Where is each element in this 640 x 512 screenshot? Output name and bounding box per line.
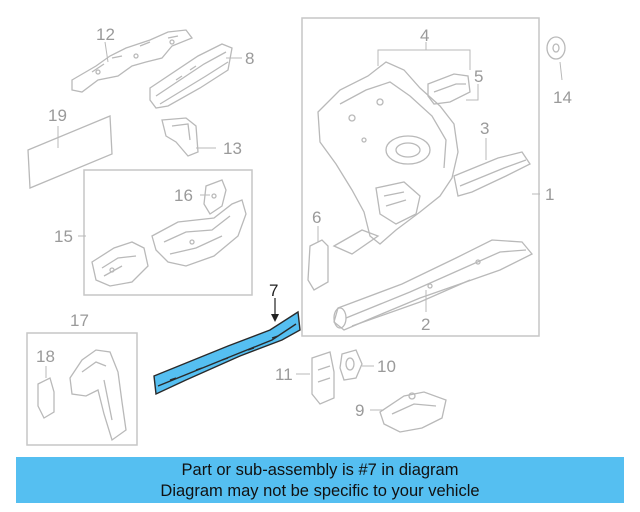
callout-5: 5 [474, 67, 483, 86]
part-17-pillar[interactable] [69, 349, 127, 442]
callout-12: 12 [96, 25, 115, 44]
callout-19: 19 [48, 106, 67, 125]
leader-4 [377, 49, 471, 70]
callout-9: 9 [355, 401, 364, 420]
part-13-bracket[interactable] [161, 117, 199, 157]
leader-5 [466, 84, 479, 101]
callout-7: 7 [269, 281, 278, 300]
callout-13: 13 [223, 139, 242, 158]
callout-16: 16 [174, 186, 193, 205]
notice-banner: Part or sub-assembly is #7 in diagram Di… [16, 457, 624, 503]
part-7-rocker-reinforcement[interactable] [153, 310, 301, 396]
callout-1: 1 [545, 185, 554, 204]
callout-17: 17 [70, 311, 89, 330]
part-11-bracket[interactable] [311, 351, 335, 405]
part-18-bracket[interactable] [37, 377, 55, 419]
callout-18: 18 [36, 347, 55, 366]
part-1-apron-assembly[interactable] [317, 61, 459, 255]
parts-diagram: 12 8 19 13 16 15 17 18 4 5 14 3 1 6 2 7 … [26, 17, 572, 446]
group-box-15 [83, 169, 253, 296]
callout-15: 15 [54, 227, 73, 246]
part-5-bracket[interactable] [427, 73, 471, 105]
part-14-plug[interactable] [546, 36, 566, 60]
part-16-bracket[interactable] [203, 179, 227, 215]
part-12-bracket[interactable] [71, 29, 194, 93]
callout-11: 11 [275, 365, 293, 384]
part-19-pad[interactable] [27, 115, 113, 189]
banner-line-1: Part or sub-assembly is #7 in diagram [181, 461, 459, 479]
part-6-bracket[interactable] [307, 239, 329, 291]
callout-8: 8 [245, 49, 254, 68]
callout-14: 14 [553, 88, 572, 107]
callout-3: 3 [480, 119, 489, 138]
callout-10: 10 [377, 357, 396, 376]
group-box-17 [26, 332, 138, 446]
part-8-rail[interactable] [149, 43, 233, 109]
part-3-rail[interactable] [453, 151, 531, 197]
leader-12 [104, 41, 109, 63]
callout-2: 2 [421, 315, 430, 334]
part-2-frame-rail[interactable] [333, 239, 534, 331]
part-15-panel[interactable] [91, 199, 247, 287]
leader-14 [559, 61, 563, 81]
part-9-bracket[interactable] [379, 391, 447, 433]
leader-7-arrowhead [271, 314, 279, 322]
callout-4: 4 [420, 26, 429, 45]
group-box-1 [301, 17, 540, 337]
banner-line-2: Diagram may not be specific to your vehi… [160, 482, 480, 500]
callout-6: 6 [312, 208, 321, 227]
part-10-bracket[interactable] [339, 349, 363, 381]
